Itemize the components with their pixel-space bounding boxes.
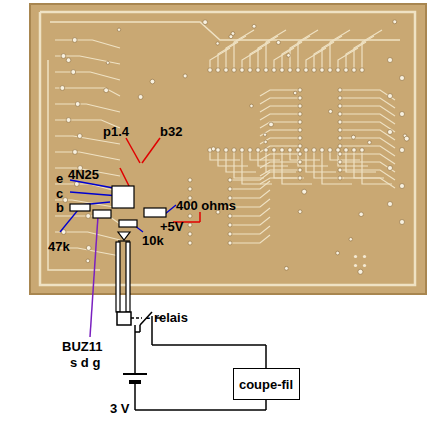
- resistor-symbol: [119, 220, 137, 227]
- part-label: b32: [160, 125, 182, 138]
- pad-array: [350, 255, 370, 267]
- components: [70, 186, 166, 241]
- part-label: 4N25: [68, 168, 99, 181]
- part-label: e: [56, 172, 63, 185]
- battery-symbol: [123, 374, 147, 382]
- leader-line: [90, 216, 98, 337]
- leader-lines: [60, 180, 176, 232]
- load-box: coupe-fil: [233, 368, 300, 400]
- node-text: coupe-fil: [239, 377, 293, 392]
- part-label: b: [56, 201, 64, 214]
- part-label: s d g: [70, 356, 100, 369]
- pcb-board: [30, 4, 426, 294]
- relay-coil: [117, 312, 131, 325]
- diode-symbol: [118, 232, 130, 240]
- part-label: 10k: [142, 234, 164, 247]
- wires: [116, 242, 130, 312]
- part-label: 400 ohms: [176, 199, 236, 212]
- part-label: 3 V: [110, 402, 130, 415]
- pcb-pads: [60, 20, 409, 274]
- part-label: BUZ11: [62, 340, 102, 353]
- part-label: 47k: [48, 240, 70, 253]
- transistor-symbol: [93, 210, 111, 218]
- part-label: - relais: [146, 311, 188, 324]
- part-label: p1.4: [103, 125, 129, 138]
- optocoupler-symbol: [112, 186, 134, 208]
- part-label: +5V: [160, 220, 184, 233]
- resistor-symbol: [70, 204, 90, 211]
- resistor-symbol: [144, 208, 166, 217]
- part-label: c: [56, 187, 63, 200]
